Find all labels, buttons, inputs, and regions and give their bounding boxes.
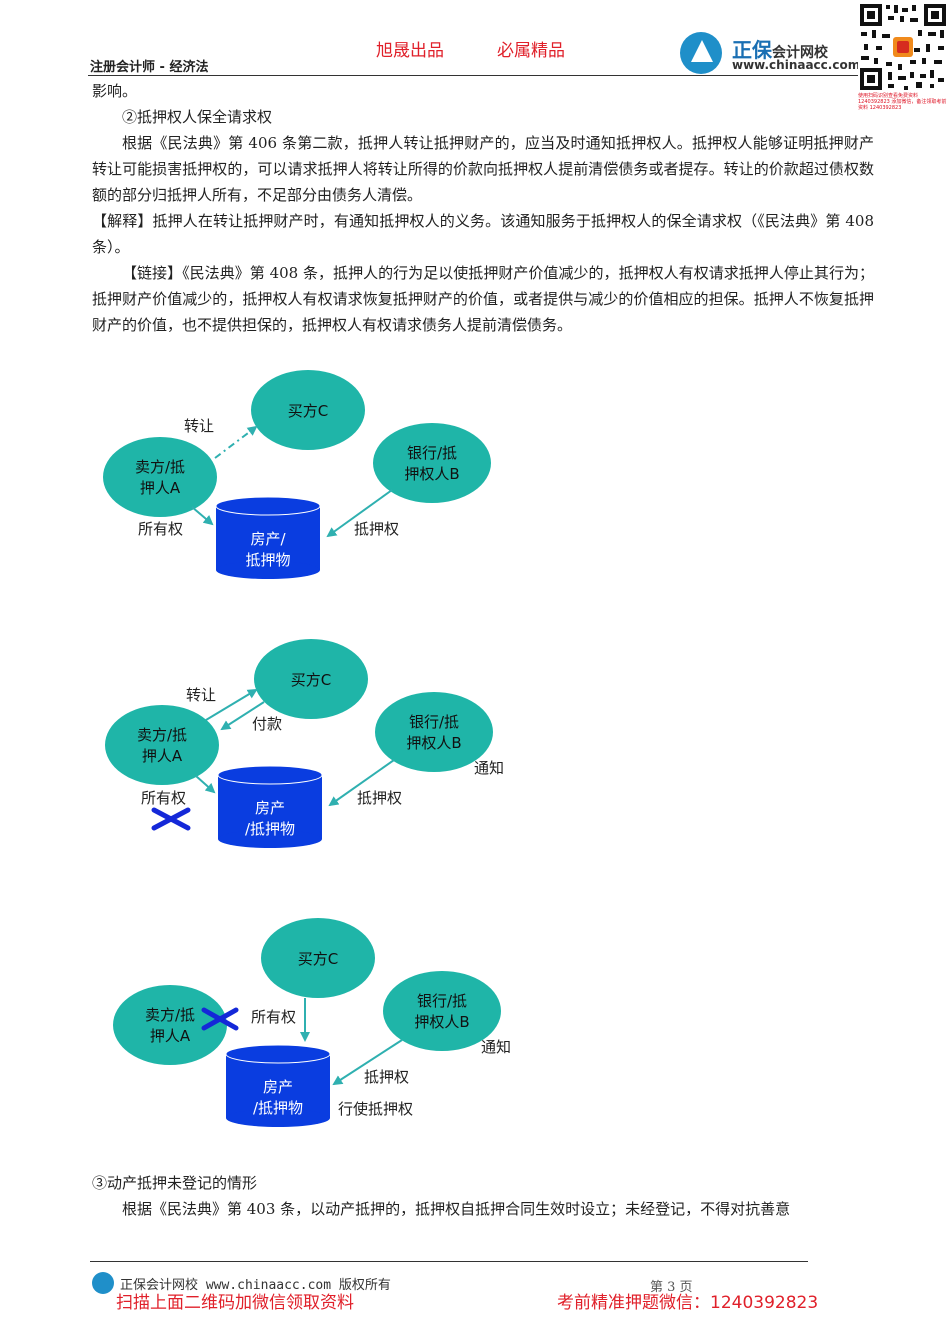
bank-b-label-2-2: 押权人B [406,734,461,752]
notice-label-3: 通知 [481,1038,511,1056]
property-cylinder [215,496,321,579]
diagram-3: 买方C 卖方/抵 押人A 银行/抵 押权人B 房产 /抵押物 所有权 通知 抵押… [113,918,511,1127]
seller-a-label-2-2: 押人A [142,747,183,765]
property-label-2-3: /抵押物 [253,1099,303,1117]
section-heading-unregistered: ③动产抵押未登记的情形 [92,1174,258,1192]
footer-promo-right: 考前精准押题微信：1240392823 [557,1293,819,1313]
property-label-1-2: 房产 [255,799,285,817]
transfer-label-2: 转让 [186,686,216,704]
seller-a-label-2-3: 押人A [150,1027,191,1045]
seller-a-node [103,437,217,517]
exercise-mortgage-label: 行使抵押权 [338,1100,413,1118]
paragraph-continuation: 影响。 [92,82,138,100]
qr-note: 使用扫码识别查看免费资料 1240392823 添加微信，备注领取考前资料 12… [858,93,947,111]
bank-b-label-1: 银行/抵 [407,444,457,462]
property-label-1: 房产/ [250,530,286,548]
mortgage-arrow-2 [328,759,395,807]
footer-promo-left: 扫描上面二维码加微信领取资料 [116,1293,354,1313]
text-block-top: 影响。 ②抵押权人保全请求权 根据《民法典》第 406 条第二款，抵押人转让抵押… [92,78,874,338]
diagram-1: 买方C 卖方/抵 押人A 银行/抵 押权人B 房产/ 抵押物 转让 所有权 抵押… [103,370,491,579]
bank-b-label-2: 押权人B [404,465,459,483]
seller-a-label-2: 押人A [140,479,181,497]
brand-name[interactable]: 正保会计网校 [732,34,828,63]
buyer-c-label-3: 买方C [298,950,338,968]
property-cylinder-2 [217,765,323,848]
brand-logo-mark [691,40,713,62]
bank-b-node [373,423,491,503]
buyer-c-node-3 [261,918,375,998]
brand-name-suffix: 会计网校 [772,45,828,61]
seller-a-label-1-3: 卖方/抵 [145,1006,195,1024]
bank-b-node-3 [383,971,501,1051]
mortgage-label-3: 抵押权 [364,1068,409,1086]
paragraph-article-403: 根据《民法典》第 403 条，以动产抵押的，抵押权自抵押合同生效时设立；未经登记… [122,1200,791,1218]
slogan-left: 旭晟出品 [376,41,444,61]
buyer-c-label-2: 买方C [291,671,331,689]
property-label-1-3: 房产 [263,1078,293,1096]
paragraph-link-article-408: 【链接】《民法典》第 408 条，抵押人的行为足以使抵押财产价值减少的，抵押权人… [92,264,874,334]
diagram-2: 买方C 卖方/抵 押人A 银行/抵 押权人B 房产 /抵押物 转让 付款 通知 … [105,639,504,848]
text-block-bottom: ③动产抵押未登记的情形 根据《民法典》第 403 条，以动产抵押的，抵押权自抵押… [92,1170,874,1222]
qr-code-icon[interactable] [858,2,948,92]
mortgage-arrow [326,489,393,538]
mortgage-label-2: 抵押权 [357,789,402,807]
buyer-c-node [251,370,365,450]
mortgage-transfer-diagrams: 买方C 卖方/抵 押人A 银行/抵 押权人B 房产/ 抵押物 转让 所有权 抵押… [103,370,511,1127]
transfer-arrow-2 [205,688,258,721]
payment-arrow [220,701,265,731]
footer-divider [90,1261,808,1262]
bank-b-label-1-2: 银行/抵 [409,713,459,731]
section-heading-preservation-right: ②抵押权人保全请求权 [122,108,273,126]
seller-a-label-1-2: 卖方/抵 [137,726,187,744]
brand-name-main: 正保 [732,38,772,62]
ownership-arrow-2 [195,775,216,794]
bank-b-label-1-3: 银行/抵 [417,992,467,1010]
bank-b-node-2 [375,692,493,772]
buyer-c-node-2 [254,639,368,719]
transfer-label: 转让 [184,417,214,435]
footer-copyright: 正保会计网校 www.chinaacc.com 版权所有 [120,1278,391,1293]
mortgage-arrow-3 [332,1039,403,1086]
mortgage-label: 抵押权 [354,520,399,538]
property-label-2-2: /抵押物 [245,820,295,838]
buyer-c-label: 买方C [288,402,328,420]
bank-b-label-2-3: 押权人B [414,1013,469,1031]
paragraph-article-406: 根据《民法典》第 406 条第二款，抵押人转让抵押财产的，应当及时通知抵押权人。… [92,134,874,204]
footer-logo-icon [92,1272,114,1294]
seller-a-node-3 [113,985,227,1065]
paragraph-explanation: 【解释】抵押人在转让抵押财产时，有通知抵押权人的义务。该通知服务于抵押权人的保全… [92,212,874,256]
payment-label: 付款 [252,715,282,733]
header-divider [88,75,858,76]
document-subject: 注册会计师 - 经济法 [90,60,209,75]
ownership-label-2: 所有权 [141,789,186,807]
notice-label: 通知 [474,759,504,777]
property-cylinder-3 [225,1044,331,1127]
transfer-arrow [214,425,258,459]
ownership-label-3: 所有权 [251,1008,296,1026]
slogan-right: 必属精品 [497,41,565,61]
seller-a-label-1: 卖方/抵 [135,458,185,476]
seller-void-cross-icon [201,1007,239,1031]
seller-a-node-2 [105,705,219,785]
brand-url[interactable]: www.chinaacc.com [732,58,861,72]
ownership-void-cross-icon [151,807,191,831]
ownership-label: 所有权 [138,520,183,538]
page-number: 第 3 页 [650,1280,693,1295]
property-label-2: 抵押物 [245,551,290,569]
ownership-arrow [191,506,214,526]
